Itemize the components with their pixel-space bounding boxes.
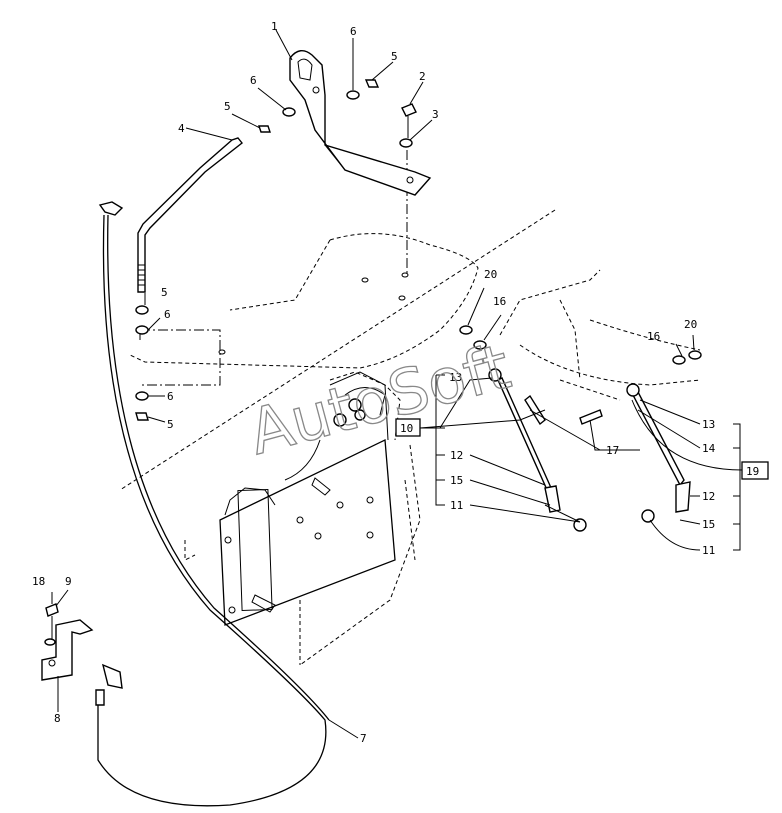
callout-5a: 5 <box>391 50 398 63</box>
callout-17: 17 <box>606 444 619 457</box>
callout-6d: 6 <box>167 390 174 403</box>
callout-9: 9 <box>65 575 72 588</box>
callout-12a: 12 <box>450 449 463 462</box>
callout-20a: 20 <box>484 268 497 281</box>
callout-1: 1 <box>271 20 278 33</box>
mounting-plate <box>219 371 396 626</box>
callout-18: 18 <box>32 575 45 588</box>
bracket-part-8 <box>41 619 94 681</box>
callout-12b: 12 <box>702 490 715 503</box>
callout-5b: 5 <box>224 100 231 113</box>
callout-10: 10 <box>400 422 413 435</box>
callout-3: 3 <box>432 108 439 121</box>
callout-16b: 16 <box>647 330 660 343</box>
callout-6b: 6 <box>250 74 257 87</box>
callout-2: 2 <box>419 70 426 83</box>
fasteners <box>44 79 702 646</box>
callout-box-10 <box>395 418 421 437</box>
callout-13a: 13 <box>449 371 462 384</box>
callout-11b: 11 <box>702 544 715 557</box>
rod-part-4 <box>137 137 243 293</box>
callout-14: 14 <box>702 442 716 455</box>
bracket-part-1 <box>289 50 432 196</box>
bolts-part-17 <box>524 394 603 426</box>
watermark-text: AutoSoft <box>241 330 517 469</box>
callout-20b: 20 <box>684 318 697 331</box>
link-assembly-left <box>284 368 587 532</box>
leader-lines <box>51 29 743 739</box>
callout-13b: 13 <box>702 418 715 431</box>
link-assembly-right <box>626 383 691 523</box>
callout-11a: 11 <box>450 499 463 512</box>
callout-15b: 15 <box>702 518 715 531</box>
cable-part-7 <box>95 201 330 807</box>
callout-5d: 5 <box>167 418 174 431</box>
callout-8: 8 <box>54 712 61 725</box>
callout-6c: 6 <box>164 308 171 321</box>
callout-box-19 <box>741 461 769 480</box>
callout-4: 4 <box>178 122 185 135</box>
callout-16a: 16 <box>493 295 506 308</box>
callout-5c: 5 <box>161 286 168 299</box>
callout-6a: 6 <box>350 25 357 38</box>
callout-15a: 15 <box>450 474 463 487</box>
callout-19: 19 <box>746 465 759 478</box>
callout-7: 7 <box>360 732 367 745</box>
callout-labels: 1 2 3 4 5 5 5 5 6 6 6 6 7 8 9 10 11 11 1… <box>32 20 759 745</box>
